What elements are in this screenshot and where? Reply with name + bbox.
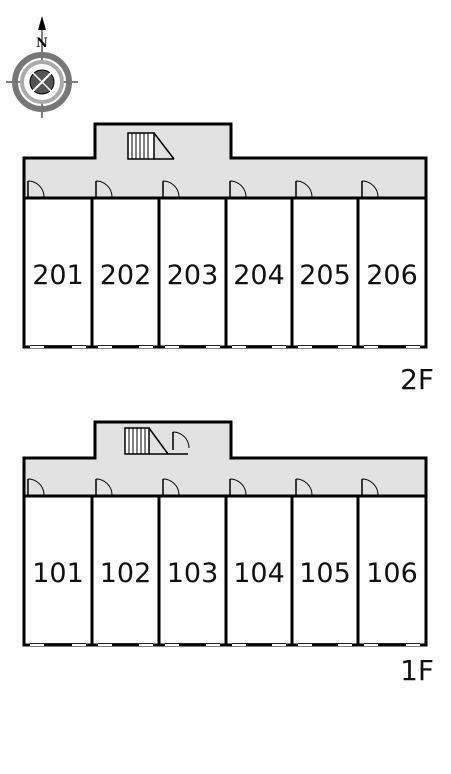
window-icon xyxy=(298,643,352,646)
unit-number-label: 204 xyxy=(233,260,285,291)
unit-number-label: 105 xyxy=(299,558,351,589)
door-icon xyxy=(27,478,45,496)
door-icon xyxy=(27,180,45,198)
door-icon xyxy=(162,180,180,198)
unit-number-label: 203 xyxy=(167,260,219,291)
floor-1f: 101 102 103 104 105 106 1F xyxy=(22,420,434,687)
window-icon xyxy=(232,345,286,348)
window-icon xyxy=(232,643,286,646)
door-icon xyxy=(295,478,313,496)
unit-number-label: 205 xyxy=(299,260,351,291)
door-icon xyxy=(361,180,379,198)
unit-number-label: 202 xyxy=(100,260,152,291)
corridor-1f xyxy=(22,420,428,498)
window-icon xyxy=(298,345,352,348)
door-icon xyxy=(295,180,313,198)
corridor-2f xyxy=(22,122,428,200)
window-icon xyxy=(364,345,420,348)
door-icon xyxy=(95,478,113,496)
window-icon xyxy=(165,345,220,348)
staircase-icon xyxy=(124,427,188,455)
window-icon xyxy=(364,643,420,646)
unit-number-label: 104 xyxy=(233,558,285,589)
floor-label-1f: 1F xyxy=(400,654,434,687)
window-icon xyxy=(98,345,153,348)
door-icon xyxy=(361,478,379,496)
staircase-icon xyxy=(127,132,175,160)
window-icon xyxy=(30,643,86,646)
door-icon xyxy=(229,478,247,496)
window-icon xyxy=(30,345,86,348)
window-icon xyxy=(98,643,153,646)
door-icon xyxy=(229,180,247,198)
unit-number-label: 102 xyxy=(100,558,152,589)
unit-number-label: 201 xyxy=(32,260,84,291)
compass-north-label: N xyxy=(36,36,48,51)
door-icon xyxy=(172,431,190,450)
window-icon xyxy=(165,643,220,646)
unit-number-label: 101 xyxy=(32,558,84,589)
unit-number-label: 206 xyxy=(366,260,418,291)
floor-2f: 201 202 203 204 205 206 2F xyxy=(22,122,434,396)
unit-number-label: 103 xyxy=(167,558,219,589)
unit-number-label: 106 xyxy=(366,558,418,589)
door-icon xyxy=(95,180,113,198)
floor-label-2f: 2F xyxy=(400,363,434,396)
door-icon xyxy=(162,478,180,496)
compass-icon: N xyxy=(6,16,78,118)
